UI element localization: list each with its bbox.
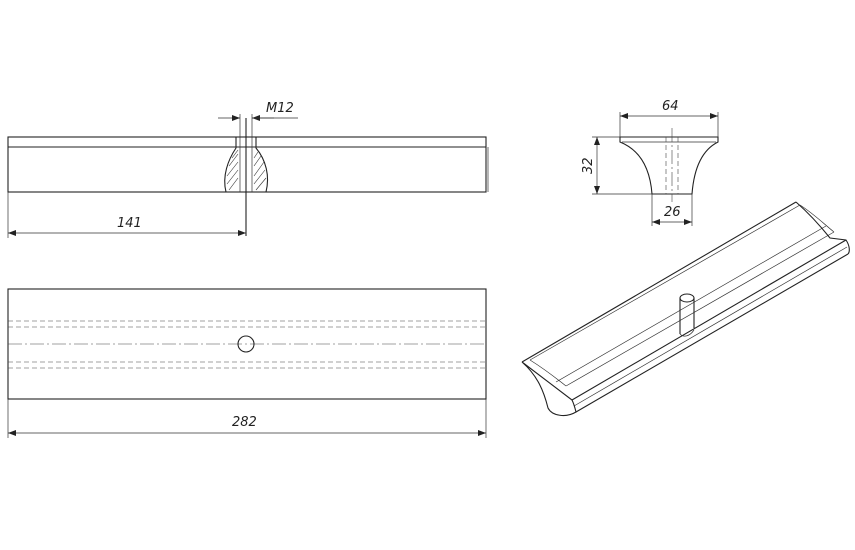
dim-height-label: 32 (581, 157, 596, 174)
dim-width-base: 26 (651, 194, 693, 226)
iso-end-profile (521, 361, 577, 417)
dim-width-base-label: 26 (664, 205, 681, 220)
isometric-view (521, 201, 850, 417)
dim-width-top-label: 64 (662, 99, 679, 114)
dim-thread: M12 (218, 101, 298, 137)
dim-height: 32 (581, 136, 652, 195)
dim-half-length: 141 (7, 192, 246, 238)
dim-total-length: 282 (7, 399, 487, 438)
side-view: 64 32 26 (581, 99, 719, 226)
dim-thread-label: M12 (266, 101, 294, 116)
dim-width-top: 64 (619, 99, 719, 137)
side-view-profile (619, 136, 719, 195)
threaded-hole-section (224, 118, 269, 236)
mounting-hole (237, 335, 255, 353)
front-view-outline (7, 136, 487, 193)
iso-post (679, 293, 695, 337)
dim-total-length-label: 282 (232, 415, 257, 430)
dim-half-length-label: 141 (117, 216, 142, 231)
top-view: 282 (7, 288, 487, 438)
front-view: M12 141 (7, 101, 489, 238)
section-hatching (226, 149, 267, 191)
